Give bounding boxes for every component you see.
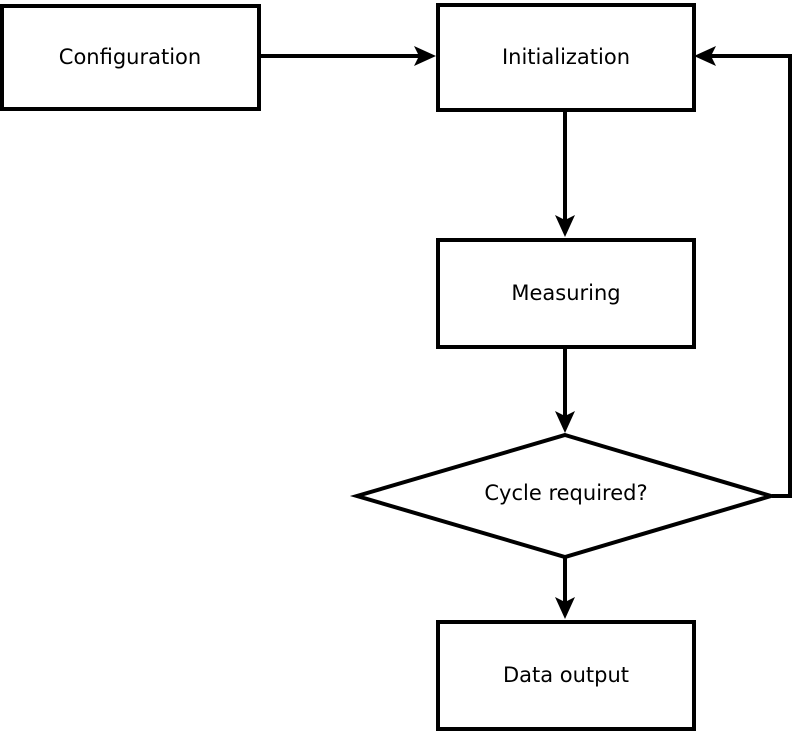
arrowhead-measuring-cycle	[555, 411, 575, 433]
node-measuring-shape[interactable]	[436, 238, 696, 349]
edge-initialization-to-measuring	[555, 110, 575, 237]
node-measuring[interactable]: Measuring	[436, 238, 696, 349]
node-initialization-shape[interactable]	[436, 3, 696, 112]
edge-configuration-to-initialization	[260, 46, 436, 66]
node-data-output-shape[interactable]	[436, 620, 696, 731]
edge-cycle-required-to-data-output	[555, 558, 575, 619]
node-configuration-shape[interactable]	[0, 4, 261, 111]
node-cycle-required[interactable]: Cycle required?	[349, 432, 779, 560]
arrowhead-configuration-initialization	[414, 46, 436, 66]
node-initialization[interactable]: Initialization	[436, 3, 696, 112]
arrowhead-initialization-measuring	[555, 215, 575, 237]
node-data-output[interactable]: Data output	[436, 620, 696, 731]
edge-line-cycle-initialization-loop	[706, 54, 792, 498]
edge-cycle-required-to-initialization-loop	[694, 46, 792, 498]
node-cycle-required-shape[interactable]	[349, 432, 779, 560]
arrowhead-cycle-data-output	[555, 597, 575, 619]
arrowhead-cycle-initialization-loop	[694, 46, 716, 66]
node-configuration[interactable]: Configuration	[0, 4, 261, 111]
edge-measuring-to-cycle-required	[555, 348, 575, 433]
